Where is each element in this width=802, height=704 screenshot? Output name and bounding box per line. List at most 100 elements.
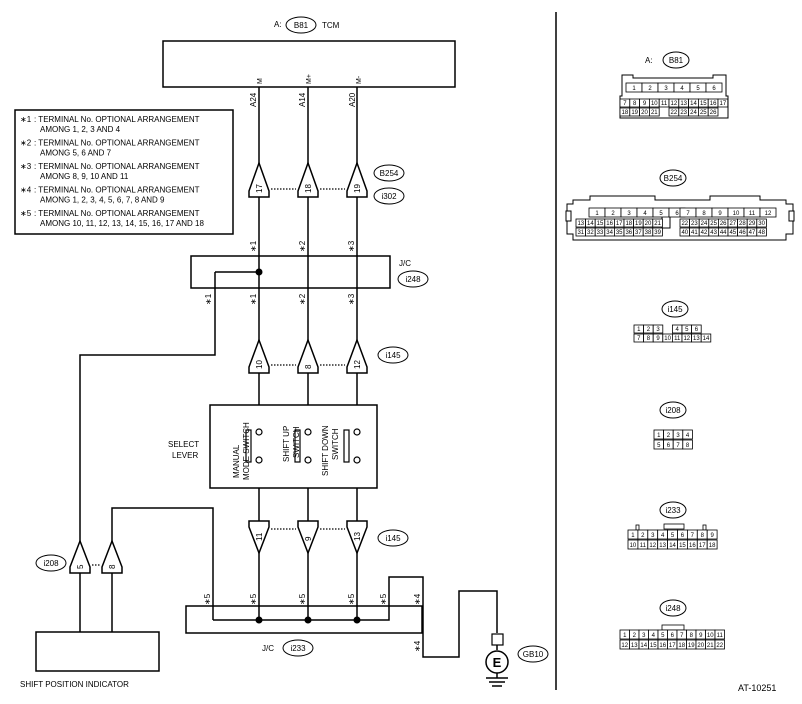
b254-l1-num-3: 4 [643,211,647,217]
star-jc-bot-5: ∗5 [379,593,388,605]
i233-key [663,523,685,530]
b254-l3-num-2: 33 [597,230,604,236]
i145-r2-num-6: 13 [693,336,700,342]
b254-r2-num-8: 30 [758,221,765,227]
i233-r1-num-7: 8 [701,533,705,539]
i145-bot-pin-1: 11 [255,532,264,541]
i145-r2-num-7: 14 [703,336,710,342]
tcm-conn-oval [285,16,317,34]
jc-top-box [190,255,391,289]
b254-r2-cell-8 [756,218,767,228]
star-jc-bot-3: ∗5 [298,593,307,605]
i145-r1-num-2: 3 [656,327,660,333]
b81-r3-num-5: 22 [671,110,678,116]
i233-r2-num-8: 18 [709,543,716,549]
tcm-box [162,40,456,88]
b81-r2-num-2: 9 [643,101,647,107]
i248-label: i248 [405,275,421,284]
jc-top-splice [255,268,263,276]
wire-i208-pin8 [111,507,214,620]
jc-top-label: J/C [399,259,411,268]
i145-bot-oval [377,529,409,547]
i208-label: i208 [43,559,59,568]
b254-r2-num-3: 25 [710,221,717,227]
i145-top-oval [377,346,409,364]
jc-bot-splice-2 [304,616,312,624]
b254-r2-num-2: 24 [701,221,708,227]
b254-r2-num-4: 26 [720,221,727,227]
i248-r1-num-4: 5 [661,633,665,639]
i233-r1-num-6: 7 [691,533,695,539]
b81-r3-cell-9 [707,107,719,117]
sw3-line2: SWITCH [331,428,340,460]
i145-bot-pin-3: 13 [353,532,362,541]
gb10-oval [517,645,549,663]
note-line1-1: : TERMINAL No. OPTIONAL ARRANGEMENT [34,115,200,124]
i233-r1-num-8: 9 [710,533,714,539]
note-line2-5: AMONG 10, 11, 12, 13, 14, 15, 16, 17 AND… [40,219,205,228]
tcm-pin-name-3: M- [356,75,363,84]
b81-r1-num-5: 6 [712,86,716,92]
i233f-name: i233 [665,506,681,515]
i233-r1-num-4: 5 [671,533,675,539]
b81-r2-num-8: 15 [700,101,707,107]
tcm-pin-no-1: A24 [249,92,258,107]
i145-r1-cell-2 [652,324,664,334]
b254-l1-num-0: 1 [595,211,599,217]
i233-r2-num-2: 12 [649,543,656,549]
i248-r1-num-6: 7 [680,633,684,639]
select-lever-line1: SELECT [168,440,199,449]
jc-bottom-label: J/C [262,644,274,653]
i248-r2-num-3: 15 [650,643,657,649]
switch-contact-bottom-1 [255,456,263,464]
tcm-pins: M M+ M- A24 A14 A20 [249,74,363,107]
b254-clip-left [565,210,572,222]
i208-r1-num-1: 2 [667,433,671,439]
b81-r2-num-5: 12 [671,101,678,107]
b254-r2-num-0: 22 [681,221,688,227]
i145-r1-cell-6 [691,324,702,334]
b81-r3-num-9: 26 [710,110,717,116]
b81-r2-num-10: 17 [720,101,727,107]
i145-r2-num-3: 10 [664,336,671,342]
i233-r1-num-2: 3 [651,533,655,539]
star-jc-bot-4: ∗5 [347,593,356,605]
i145-top-pin-shape-3 [346,337,368,374]
b81-r3-num-2: 20 [641,110,648,116]
i248-r2-num-1: 13 [631,643,638,649]
i145-bot-pin-2: 9 [304,536,313,541]
b254-r3-num-7: 47 [749,230,756,236]
ground-symbol: E [485,633,509,687]
note-line2-2: AMONG 5, 6 AND 7 [40,149,112,158]
b81-r2-cell-10 [717,98,729,108]
b81-r1-cell-5 [705,82,723,93]
i145-top-pin-2: 8 [304,364,313,369]
i248-r2-num-8: 20 [697,643,704,649]
i233-r2-num-0: 10 [630,543,637,549]
i248-r1-num-9: 10 [707,633,714,639]
b254-l1-num-4: 5 [659,211,663,217]
b254-r2-num-5: 27 [729,221,736,227]
note-mark-1: ∗1 [20,115,32,124]
i233-r1-num-1: 2 [641,533,645,539]
i248-r2-num-2: 14 [640,643,647,649]
i248-r1-num-0: 1 [623,633,627,639]
i248-key [661,624,685,631]
i248-r2-num-9: 21 [707,643,714,649]
tcm-pin-no-3: A20 [348,92,357,107]
jc-bot-splice-1 [255,616,263,624]
i248-r1-num-3: 4 [652,633,656,639]
star-jc-out-1: ∗1 [249,293,258,305]
i233-r2-num-4: 14 [669,543,676,549]
i233-label: i233 [290,644,306,653]
sw2-line2: SWITCH [292,426,301,458]
b254-l2-num-4: 17 [616,221,623,227]
b254-pin-1: 17 [255,184,264,193]
i248-r2-num-7: 19 [688,643,695,649]
b254-l3-num-3: 34 [606,230,613,236]
i233-r2-num-7: 17 [699,543,706,549]
i145-top-pin-shape-2 [297,337,319,374]
